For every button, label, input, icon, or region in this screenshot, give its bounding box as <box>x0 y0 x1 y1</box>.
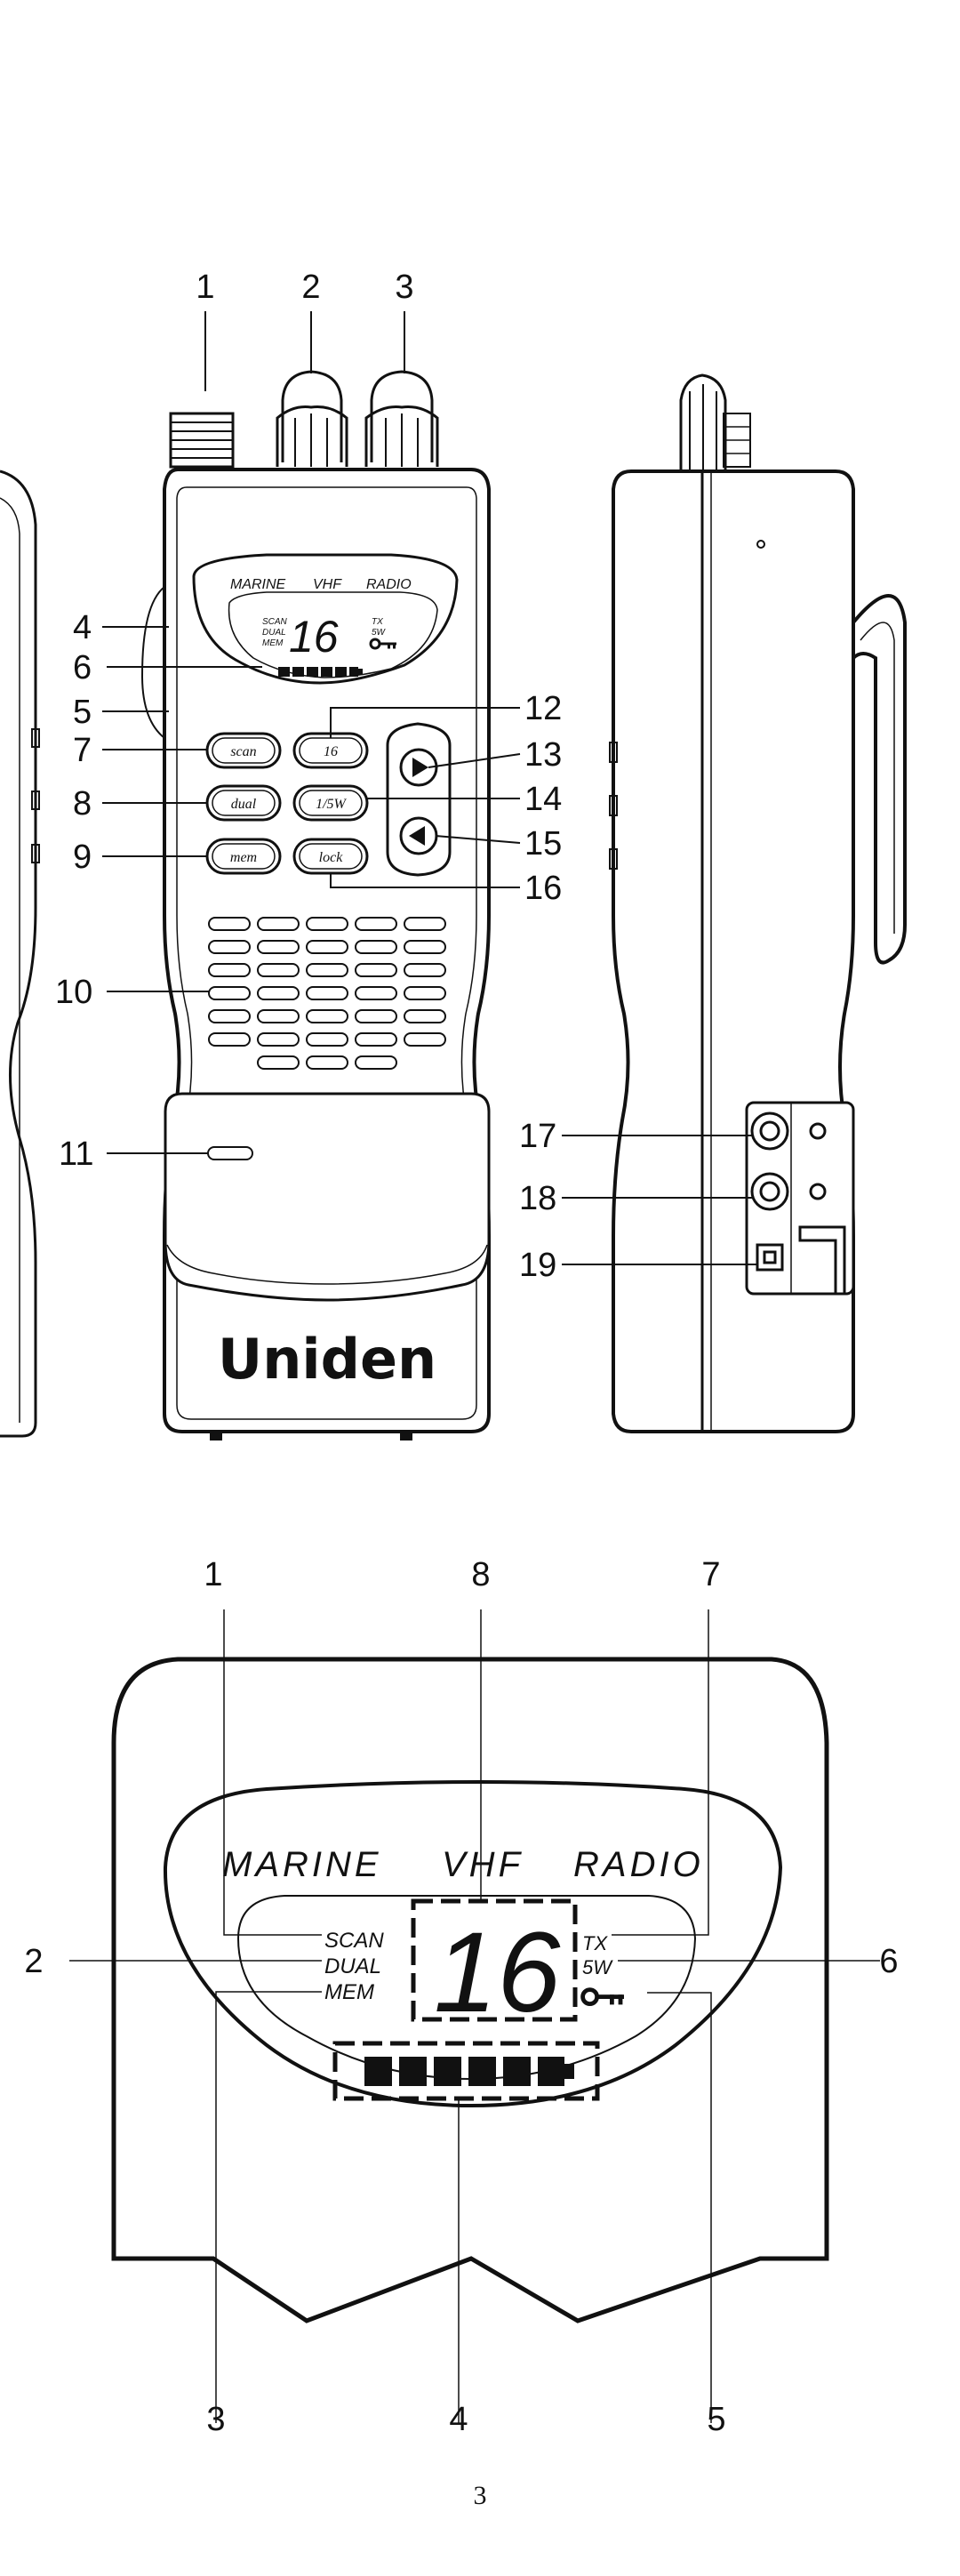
closeup-header-marine: MARINE <box>222 1845 382 1884</box>
callout-left-9: 9 <box>73 839 92 876</box>
power-button-label: 1/5W <box>316 797 347 812</box>
brand-logo: Uniden <box>218 1327 436 1392</box>
lcd-indicator-5w: 5W <box>372 628 387 638</box>
top-callout-lines <box>102 311 757 1265</box>
closeup-callout-6: 6 <box>879 1943 898 1980</box>
callout-right-16: 16 <box>524 870 562 907</box>
closeup-channel-display: 16 <box>434 1909 561 2036</box>
front-radio: MARINE VHF RADIO SCAN DUAL MEM 16 TX 5W <box>140 370 491 1440</box>
dual-button[interactable]: dual <box>205 784 282 822</box>
bottom-figure: MARINE VHF RADIO SCAN DUAL MEM 16 TX 5W <box>24 1556 898 2438</box>
closeup-battery-icon <box>364 2057 574 2086</box>
lcd-indicator-mem: MEM <box>262 638 284 648</box>
callout-left-4: 4 <box>73 609 92 646</box>
down-arrow-button[interactable] <box>399 816 438 855</box>
callout-left-7: 7 <box>73 732 92 769</box>
closeup-callout-1: 1 <box>204 1556 222 1593</box>
battery-display-outline <box>332 2041 600 2101</box>
down-arrow-icon <box>409 826 425 846</box>
up-arrow-button[interactable] <box>399 748 438 787</box>
battery-icon <box>278 667 363 677</box>
lcd-window <box>192 553 459 685</box>
closeup-indicator-mem: MEM <box>324 1980 374 2004</box>
left-partial-radio <box>0 469 40 1438</box>
callout-left-5: 5 <box>73 694 92 731</box>
lcd-channel-display: 16 <box>289 612 339 662</box>
closeup-indicator-scan: SCAN <box>324 1929 384 1953</box>
closeup-header-vhf: VHF <box>442 1845 524 1884</box>
dual-button-label: dual <box>231 797 257 812</box>
squelch-knob <box>364 370 439 467</box>
scan-button[interactable]: scan <box>205 732 282 769</box>
bottom-callout-lines <box>69 1609 880 2423</box>
scan-button-label: scan <box>230 744 256 759</box>
jack-panel <box>745 1101 855 1296</box>
battery-door <box>164 1092 491 1302</box>
lock-button-label: lock <box>319 850 344 865</box>
lcd-header-marine: MARINE <box>230 577 286 592</box>
lcd-header-vhf: VHF <box>313 577 342 592</box>
callout-side-19: 19 <box>519 1247 556 1284</box>
callout-top-1: 1 <box>196 269 214 306</box>
antenna <box>169 412 235 469</box>
closeup-callout-8: 8 <box>471 1556 490 1593</box>
lock-button[interactable]: lock <box>292 838 369 875</box>
callout-side-18: 18 <box>519 1180 556 1217</box>
callout-right-13: 13 <box>524 736 562 774</box>
callout-left-10: 10 <box>55 974 92 1011</box>
channel-16-button[interactable]: 16 <box>292 732 369 769</box>
closeup-callout-3: 3 <box>206 2401 225 2438</box>
callout-left-11: 11 <box>59 1136 93 1173</box>
mem-button-label: mem <box>230 850 257 865</box>
channel-display-outline <box>411 1898 578 2022</box>
closeup-indicator-dual: DUAL <box>324 1954 381 1978</box>
callout-right-12: 12 <box>524 690 562 727</box>
lcd-lens-closeup <box>163 1779 783 2108</box>
up-arrow-icon <box>412 758 428 777</box>
closeup-callout-7: 7 <box>701 1556 720 1593</box>
callout-left-6: 6 <box>73 649 92 686</box>
callout-side-17: 17 <box>519 1118 556 1155</box>
closeup-callout-2: 2 <box>24 1943 43 1980</box>
lcd-indicator-tx: TX <box>372 617 383 627</box>
channel-16-button-label: 16 <box>324 744 338 759</box>
top-figure: MARINE VHF RADIO SCAN DUAL MEM 16 TX 5W <box>0 269 907 1440</box>
mem-button[interactable]: mem <box>205 838 282 875</box>
belt-clip <box>852 594 907 965</box>
closeup-indicator-5w: 5W <box>582 1956 613 1978</box>
closeup-callout-4: 4 <box>449 2401 468 2438</box>
callout-left-8: 8 <box>73 785 92 823</box>
lcd-indicator-dual: DUAL <box>262 628 286 638</box>
closeup-header-radio: RADIO <box>573 1845 704 1884</box>
callout-top-3: 3 <box>395 269 413 306</box>
side-view-radio <box>609 373 907 1433</box>
lcd-header-radio: RADIO <box>366 577 412 592</box>
volume-knob <box>276 370 348 467</box>
callout-right-15: 15 <box>524 825 562 863</box>
callout-right-14: 14 <box>524 781 562 818</box>
closeup-indicator-tx: TX <box>582 1932 608 1954</box>
closeup-callout-5: 5 <box>707 2401 725 2438</box>
callout-top-2: 2 <box>301 269 320 306</box>
page-number: 3 <box>473 2481 487 2510</box>
lcd-indicator-scan: SCAN <box>262 617 288 627</box>
speaker-grille <box>208 917 446 1070</box>
power-button[interactable]: 1/5W <box>292 784 369 822</box>
